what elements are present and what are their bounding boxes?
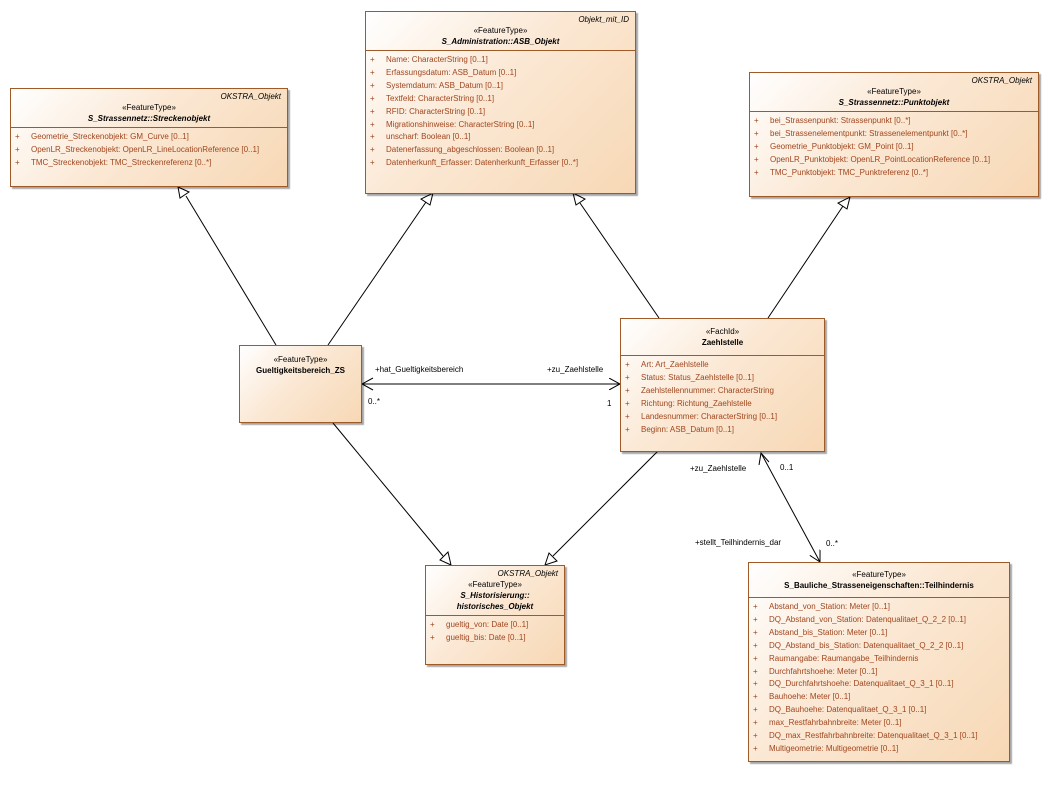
attribute-list: +bei_Strassenpunkt: Strassenpunkt [0..*]… [750, 111, 1038, 182]
multiplicity-zaehlstelle: 1 [607, 399, 612, 408]
class-zaehlstelle[interactable]: «FachId» Zaehlstelle +Art: Art_Zaehlstel… [620, 318, 825, 452]
class-name: S_Strassennetz::Punktobjekt [838, 98, 950, 107]
attribute-item: +Textfeld: CharacterString [0..1] [370, 93, 495, 103]
attribute-item: +Migrationshinweise: CharacterString [0.… [370, 119, 535, 129]
attribute-item: +Landesnummer: CharacterString [0..1] [625, 411, 778, 421]
class-name: Gueltigkeitsbereich_ZS [256, 366, 345, 375]
attribute-item: +gueltig_von: Date [0..1] [430, 620, 529, 629]
association-zaehlstelle-teilhindernis [758, 451, 820, 562]
attribute-item: +OpenLR_Punktobjekt: OpenLR_PointLocatio… [754, 154, 991, 164]
class-asb-objekt[interactable]: Objekt_mit_ID «FeatureType» S_Administra… [365, 11, 636, 194]
class-stereotype: «FachId» [705, 327, 740, 336]
attribute-item: +bei_Strassenelementpunkt: Strasseneleme… [754, 128, 968, 138]
class-stereotype: «FeatureType» [273, 355, 328, 364]
class-name: S_Strassennetz::Streckenobjekt [87, 114, 211, 123]
attribute-item: +Durchfahrtshoehe: Meter [0..1] [753, 666, 878, 676]
attribute-item: +max_Restfahrbahnbreite: Meter [0..1] [753, 718, 902, 728]
class-name-line1: S_Historisierung:: [460, 591, 530, 600]
attribute-item: +Bauhoehe: Meter [0..1] [753, 692, 851, 702]
role-zu-zaehlstelle-2: +zu_Zaehlstelle [690, 464, 747, 473]
class-context: Objekt_mit_ID [578, 15, 629, 24]
generalization-gueltig-to-asb-objekt [327, 192, 434, 346]
attribute-item: +Status: Status_Zaehlstelle [0..1] [625, 372, 754, 382]
generalization-gueltig-to-streckenobjekt [177, 186, 277, 346]
attribute-item: +TMC_Punktobjekt: TMC_Punktreferenz [0..… [754, 167, 929, 177]
attribute-item: +Geometrie_Punktobjekt: GM_Point [0..1] [754, 141, 914, 151]
class-stereotype: «FeatureType» [852, 570, 906, 579]
attribute-item: +Raumangabe: Raumangabe_Teilhindernis [753, 653, 919, 663]
class-stereotype: «FeatureType» [473, 26, 528, 35]
class-gueltigkeitsbereich-zs[interactable]: «FeatureType» Gueltigkeitsbereich_ZS [239, 345, 362, 423]
attribute-item: +Systemdatum: ASB_Datum [0..1] [370, 80, 503, 90]
attribute-list: +Art: Art_Zaehlstelle +Status: Status_Za… [621, 355, 824, 438]
attribute-item: +Datenerfassung_abgeschlossen: Boolean [… [370, 145, 555, 155]
class-name-line2: historisches_Objekt [456, 602, 534, 611]
class-context: OKSTRA_Objekt [971, 76, 1032, 85]
attribute-item: +Datenherkunft_Erfasser: Datenherkunft_E… [370, 158, 579, 168]
attribute-item: +RFID: CharacterString [0..1] [370, 106, 486, 116]
attribute-item: +Beginn: ASB_Datum [0..1] [625, 424, 734, 434]
generalization-zaehlstelle-to-asb-objekt [572, 192, 660, 319]
class-stereotype: «FeatureType» [867, 87, 921, 96]
class-name: S_Administration::ASB_Objekt [441, 37, 560, 46]
attribute-item: +Abstand_von_Station: Meter [0..1] [753, 602, 890, 611]
role-hat-gueltigkeitsbereich: +hat_Gueltigkeitsbereich [375, 365, 464, 374]
attribute-item: +DQ_Abstand_von_Station: Datenqualitaet_… [753, 614, 967, 624]
class-name: S_Bauliche_Strasseneigenschaften::Teilhi… [784, 581, 974, 590]
role-zu-zaehlstelle: +zu_Zaehlstelle [547, 365, 604, 374]
attribute-item: +DQ_Bauhoehe: Datenqualitaet_Q_3_1 [0..1… [753, 705, 927, 715]
generalization-zaehlstelle-to-historisches-objekt [544, 450, 659, 566]
multiplicity-zaehlstelle-2: 0..1 [780, 463, 794, 472]
attribute-item: +DQ_Abstand_bis_Station: Datenqualitaet_… [753, 640, 964, 650]
attribute-item: +Zaehlstellennummer: CharacterString [625, 385, 774, 395]
class-historisches-objekt[interactable]: OKSTRA_Objekt «FeatureType» S_Historisie… [425, 565, 565, 665]
attribute-item: +unscharf: Boolean [0..1] [370, 132, 471, 142]
class-stereotype: «FeatureType» [468, 580, 522, 589]
attribute-item: +gueltig_bis: Date [0..1] [430, 632, 526, 642]
attribute-item: +Abstand_bis_Station: Meter [0..1] [753, 627, 888, 637]
attribute-item: +Richtung: Richtung_Zaehlstelle [625, 398, 752, 408]
multiplicity-gueltig: 0..* [368, 397, 381, 406]
attribute-item: +Name: CharacterString [0..1] [370, 55, 488, 64]
class-punktobjekt[interactable]: OKSTRA_Objekt «FeatureType» S_Strassenne… [749, 72, 1039, 197]
role-stellt-teilhindernis-dar: +stellt_Teilhindernis_dar [695, 538, 782, 547]
attribute-list: +Abstand_von_Station: Meter [0..1] +DQ_A… [749, 597, 1009, 758]
attribute-item: +Art: Art_Zaehlstelle [625, 360, 709, 369]
attribute-item: +DQ_Durchfahrtshoehe: Datenqualitaet_Q_3… [753, 679, 954, 689]
class-context: OKSTRA_Objekt [220, 92, 281, 101]
class-stereotype: «FeatureType» [122, 103, 176, 112]
attribute-item: +OpenLR_Streckenobjekt: OpenLR_LineLocat… [15, 144, 260, 154]
attribute-item: +Multigeometrie: Multigeometrie [0..1] [753, 743, 899, 753]
attribute-item: +Geometrie_Streckenobjekt: GM_Curve [0..… [15, 132, 189, 141]
association-gueltig-zaehlstelle [360, 377, 620, 391]
generalization-gueltig-to-historisches-objekt [332, 422, 452, 566]
class-name: Zaehlstelle [701, 338, 744, 347]
attribute-item: +TMC_Streckenobjekt: TMC_Streckenreferen… [15, 157, 212, 167]
attribute-item: +bei_Strassenpunkt: Strassenpunkt [0..*] [754, 116, 911, 125]
attribute-list: +gueltig_von: Date [0..1] +gueltig_bis: … [426, 615, 564, 647]
class-teilhindernis[interactable]: «FeatureType» S_Bauliche_Strasseneigensc… [748, 562, 1010, 762]
attribute-item: +DQ_max_Restfahrbahnbreite: Datenqualita… [753, 731, 978, 741]
generalization-zaehlstelle-to-punktobjekt [767, 196, 851, 319]
class-context: OKSTRA_Objekt [497, 569, 558, 578]
attribute-item: +Erfassungsdatum: ASB_Datum [0..1] [370, 67, 517, 77]
multiplicity-teilhindernis: 0..* [826, 539, 839, 548]
attribute-list: +Geometrie_Streckenobjekt: GM_Curve [0..… [11, 127, 287, 172]
class-streckenobjekt[interactable]: OKSTRA_Objekt «FeatureType» S_Strassenne… [10, 88, 288, 187]
attribute-list: +Name: CharacterString [0..1] +Erfassung… [366, 50, 635, 172]
